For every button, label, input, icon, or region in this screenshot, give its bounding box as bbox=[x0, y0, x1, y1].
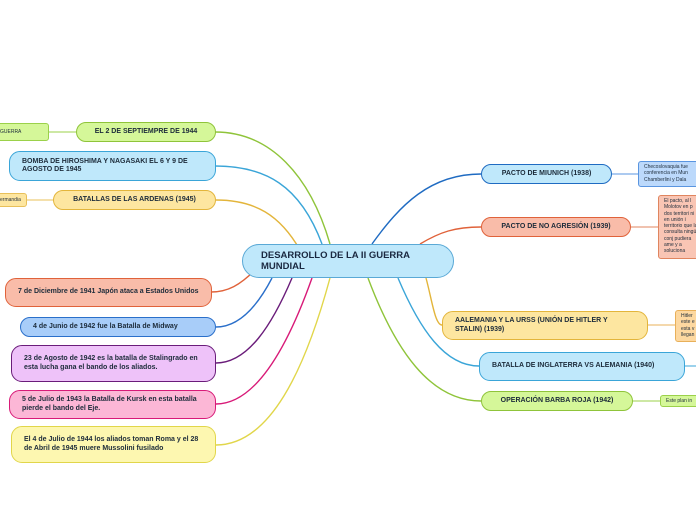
leaf-guerra[interactable]: GUERRA bbox=[0, 123, 49, 141]
connector-roma bbox=[215, 277, 331, 446]
topic-midway[interactable]: 4 de Junio de 1942 fue la Batalla de Mid… bbox=[20, 317, 216, 337]
connector-stalingrado bbox=[215, 277, 293, 364]
connector-no-agresion bbox=[419, 226, 482, 245]
topic-hiroshima-nagasaki[interactable]: BOMBA DE HIROSHIMA Y NAGASAKI EL 6 Y 9 D… bbox=[9, 151, 216, 181]
leaf-munich-note[interactable]: Checoslovaquia fue conferencia en Mun Ch… bbox=[638, 161, 696, 187]
leaf-text: GUERRA bbox=[0, 128, 22, 135]
central-topic[interactable]: DESARROLLO DE LA II GUERRA MUNDIAL bbox=[242, 244, 454, 278]
topic-barba-roja[interactable]: OPERACIÓN BARBA ROJA (1942) bbox=[481, 391, 633, 411]
leaf-text: Hitler este e esta v llegan bbox=[681, 313, 695, 338]
central-topic-label: DESARROLLO DE LA II GUERRA MUNDIAL bbox=[261, 249, 410, 272]
leaf-text: Checoslovaquia fue conferencia en Mun Ch… bbox=[644, 164, 688, 183]
leaf-ermandia[interactable]: ermandia bbox=[0, 193, 27, 207]
leaf-text: ermandia bbox=[0, 196, 21, 203]
topic-label: 23 de Agosto de 1942 es la batalla de St… bbox=[24, 355, 198, 371]
connector-sep-1944 bbox=[214, 131, 331, 245]
topic-label: OPERACIÓN BARBA ROJA (1942) bbox=[500, 396, 614, 404]
topic-label: PACTO DE MIUNICH (1938) bbox=[501, 169, 592, 177]
leaf-text: El pacto, al l Molotov en p dos territor… bbox=[664, 198, 696, 254]
connector-barba-roja bbox=[367, 277, 482, 402]
topic-stalingrado[interactable]: 23 de Agosto de 1942 es la batalla de St… bbox=[11, 345, 216, 382]
connector-kursk bbox=[215, 277, 313, 405]
topic-ardenas[interactable]: BATALLAS DE LAS ARDENAS (1945) bbox=[53, 190, 216, 210]
connector-urss bbox=[425, 277, 443, 326]
connector-midway bbox=[215, 277, 273, 328]
connector-inglaterra bbox=[397, 277, 480, 367]
topic-label: PACTO DE NO AGRESIÓN (1939) bbox=[501, 222, 611, 230]
topic-pacto-no-agresion[interactable]: PACTO DE NO AGRESIÓN (1939) bbox=[481, 217, 631, 237]
connector-ardenas bbox=[215, 199, 301, 251]
topic-label: BOMBA DE HIROSHIMA Y NAGASAKI EL 6 Y 9 D… bbox=[22, 157, 188, 173]
topic-kursk[interactable]: 5 de Julio de 1943 la Batalla de Kursk e… bbox=[9, 390, 216, 419]
leaf-text: Este plan in bbox=[666, 397, 693, 404]
topic-label: EL 2 DE SEPTIEMPRE DE 1944 bbox=[94, 127, 198, 135]
connector-hiroshima bbox=[214, 165, 323, 245]
leaf-no-agresion-note[interactable]: El pacto, al l Molotov en p dos territor… bbox=[658, 195, 696, 259]
topic-label: BATALLA DE INGLATERRA VS ALEMANIA (1940) bbox=[492, 362, 655, 370]
topic-label: El 4 de Julio de 1944 los aliados toman … bbox=[24, 436, 199, 452]
topic-label: 7 de Diciembre de 1941 Japón ataca a Est… bbox=[18, 288, 199, 296]
topic-label: 5 de Julio de 1943 la Batalla de Kursk e… bbox=[22, 396, 197, 412]
topic-pearl-harbor[interactable]: 7 de Diciembre de 1941 Japón ataca a Est… bbox=[5, 278, 212, 307]
topic-alemania-urss[interactable]: AALEMANIA Y LA URSS (UNIÓN DE HITLER Y S… bbox=[442, 311, 648, 340]
topic-label: 4 de Junio de 1942 fue la Batalla de Mid… bbox=[33, 322, 178, 330]
topic-pacto-munich[interactable]: PACTO DE MIUNICH (1938) bbox=[481, 164, 612, 184]
topic-label: AALEMANIA Y LA URSS (UNIÓN DE HITLER Y S… bbox=[455, 317, 608, 333]
connector-munich bbox=[371, 173, 482, 245]
leaf-urss-note[interactable]: Hitler este e esta v llegan bbox=[675, 310, 696, 342]
topic-batalla-inglaterra[interactable]: BATALLA DE INGLATERRA VS ALEMANIA (1940) bbox=[479, 352, 685, 381]
topic-sep-1944[interactable]: EL 2 DE SEPTIEMPRE DE 1944 bbox=[76, 122, 216, 142]
topic-label: BATALLAS DE LAS ARDENAS (1945) bbox=[73, 195, 196, 203]
topic-roma-mussolini[interactable]: El 4 de Julio de 1944 los aliados toman … bbox=[11, 426, 216, 463]
leaf-barba-roja-note[interactable]: Este plan in bbox=[660, 395, 696, 407]
